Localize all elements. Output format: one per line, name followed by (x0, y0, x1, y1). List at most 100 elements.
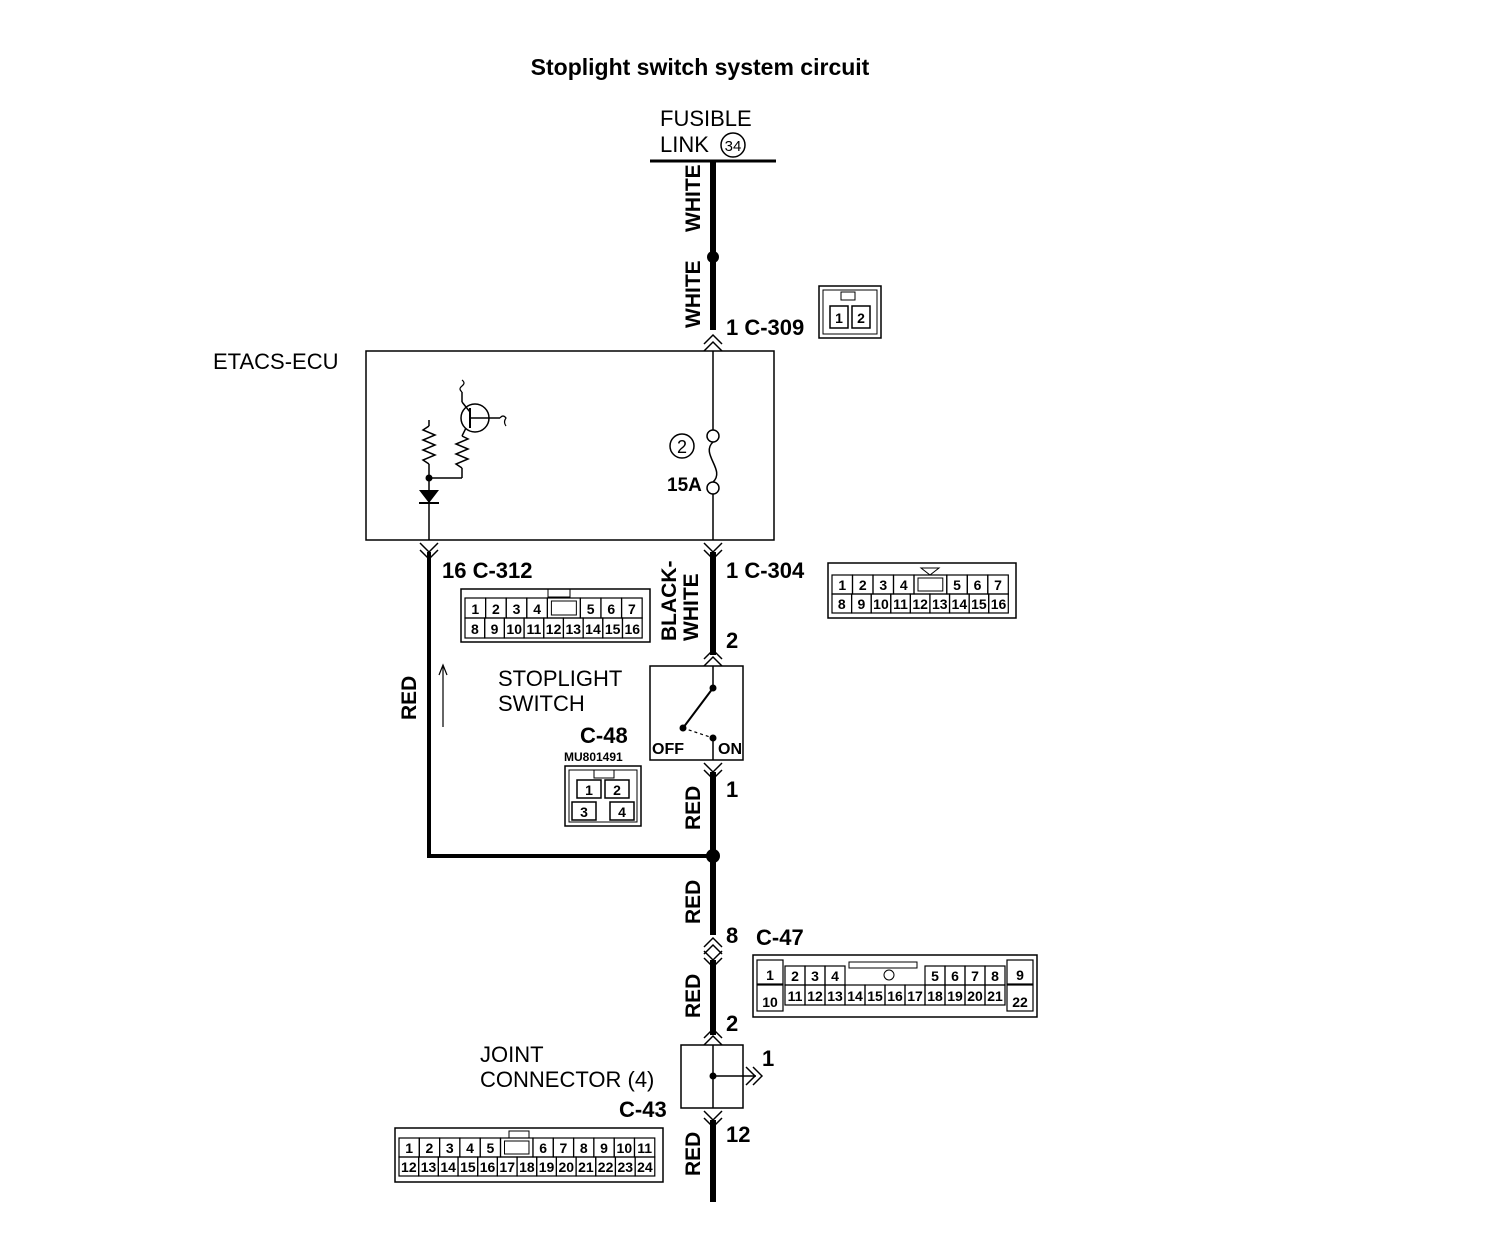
connector-pin: 14 (847, 988, 863, 1004)
connector-pin: 16 (625, 621, 641, 637)
connector-pin: 15 (867, 988, 883, 1004)
resistor-symbol (421, 425, 437, 465)
connector-pin: 2 (426, 1140, 434, 1156)
connector-pin: 2 (791, 968, 799, 984)
c309-pin: 2 (857, 310, 865, 326)
fuse-rating: 15A (667, 475, 702, 496)
wire-color-red-lower: RED (682, 974, 705, 1018)
connector-c48-label: C-48 (580, 723, 628, 748)
connector-pin: 14 (585, 621, 601, 637)
connector-chevron (703, 542, 723, 554)
splice-point-top (707, 251, 719, 263)
connector-pin: 4 (533, 601, 541, 617)
connector-c309: 1 C-309 1 2 (703, 285, 882, 352)
connector-pin: 4 (831, 968, 839, 984)
connector-pin: 16 (887, 988, 903, 1004)
connector-pin: 18 (927, 988, 943, 1004)
connector-pin: 6 (539, 1140, 547, 1156)
switch-on-label: ON (718, 741, 742, 758)
connector-pin: 10 (762, 994, 778, 1010)
connector-chevron (703, 648, 723, 660)
connector-pin: 8 (838, 596, 846, 612)
resistor-symbol (454, 435, 470, 469)
connector-pin: 2 (492, 601, 500, 617)
wire-color-white-upper: WHITE (682, 164, 705, 232)
wire-red-bottom: RED (682, 1120, 716, 1202)
connector-pin: 2 (859, 577, 867, 593)
connector-pin: 20 (558, 1159, 574, 1175)
connector-pin: 8 (991, 968, 999, 984)
joint-pin-right: 1 (762, 1046, 774, 1071)
connector-pin: 13 (565, 621, 581, 637)
connector-pin: 21 (578, 1159, 594, 1175)
diode-symbol (419, 490, 439, 503)
c309-pin: 1 (835, 310, 843, 326)
fuse-number: 2 (677, 437, 687, 457)
connector-pin: 8 (471, 621, 479, 637)
fusible-link-label-1: FUSIBLE (660, 106, 752, 131)
connector-pin: 18 (519, 1159, 535, 1175)
wire-color-red-bottom: RED (682, 1132, 705, 1176)
stoplight-switch: OFF ON STOPLIGHT SWITCH 1 (498, 648, 744, 802)
wire-black-white: BLACK- WHITE 2 (658, 552, 738, 655)
connector-c312-label: 16 C-312 (442, 558, 533, 583)
connector-pin: 1 (838, 577, 846, 593)
c48-pin: 3 (580, 804, 588, 820)
connector-pin: 11 (788, 988, 803, 1004)
connector-pin: 11 (637, 1140, 652, 1156)
connector-pin: 6 (951, 968, 959, 984)
connector-c47-pin: 8 (726, 923, 738, 948)
connector-pin: 11 (893, 596, 908, 612)
etacs-ecu: ETACS-ECU 2 15A (213, 349, 775, 541)
connector-pin: 3 (513, 601, 521, 617)
wire-red-left: RED (398, 552, 713, 858)
connector-chevron (703, 936, 723, 948)
connector-pin: 14 (952, 596, 968, 612)
stoplight-switch-label-1: STOPLIGHT (498, 666, 622, 691)
etacs-ecu-label: ETACS-ECU (213, 349, 339, 374)
connector-pin: 6 (974, 577, 982, 593)
etacs-ecu-box (365, 350, 775, 541)
connector-pin: 13 (827, 988, 843, 1004)
connector-pin: 22 (598, 1159, 614, 1175)
connector-pin: 7 (994, 577, 1002, 593)
connector-pin: 12 (807, 988, 823, 1004)
wire-color-red-left: RED (398, 676, 421, 720)
fuse-symbol: 2 15A (667, 429, 720, 496)
connector-pin: 1 (405, 1140, 413, 1156)
connector-c309-label: 1 C-309 (726, 315, 804, 340)
connector-pin: 1 (766, 967, 774, 983)
switch-pin-bottom: 1 (726, 777, 738, 802)
connector-pin: 5 (486, 1140, 494, 1156)
connector-pin: 24 (637, 1159, 653, 1175)
c309-face (818, 285, 882, 339)
fusible-link-number-circle (720, 132, 746, 158)
connector-pin: 16 (480, 1159, 496, 1175)
connector-chevron (703, 1110, 723, 1122)
connector-pin: 1 (471, 601, 479, 617)
stoplight-switch-label-2: SWITCH (498, 691, 585, 716)
c48-pin: 1 (585, 782, 593, 798)
connector-pin: 17 (907, 988, 923, 1004)
switch-off-label: OFF (652, 741, 684, 758)
connector-chevron (703, 655, 723, 667)
connector-pin: 3 (446, 1140, 454, 1156)
connector-chevron (703, 762, 723, 774)
connector-pin: 3 (879, 577, 887, 593)
connector-pin: 10 (873, 596, 889, 612)
connector-pin: 8 (580, 1140, 588, 1156)
connector-chevron (703, 340, 723, 352)
connector-pin: 13 (421, 1159, 437, 1175)
internal-circuit (419, 379, 507, 540)
connector-c43-label: C-43 (619, 1097, 667, 1122)
joint-connector: 1 JOINT CONNECTOR (4) C-43 12 (480, 1027, 774, 1147)
c48-pin: 2 (613, 782, 621, 798)
wire-color-red-mid: RED (682, 880, 705, 924)
connector-chevron (703, 333, 723, 345)
